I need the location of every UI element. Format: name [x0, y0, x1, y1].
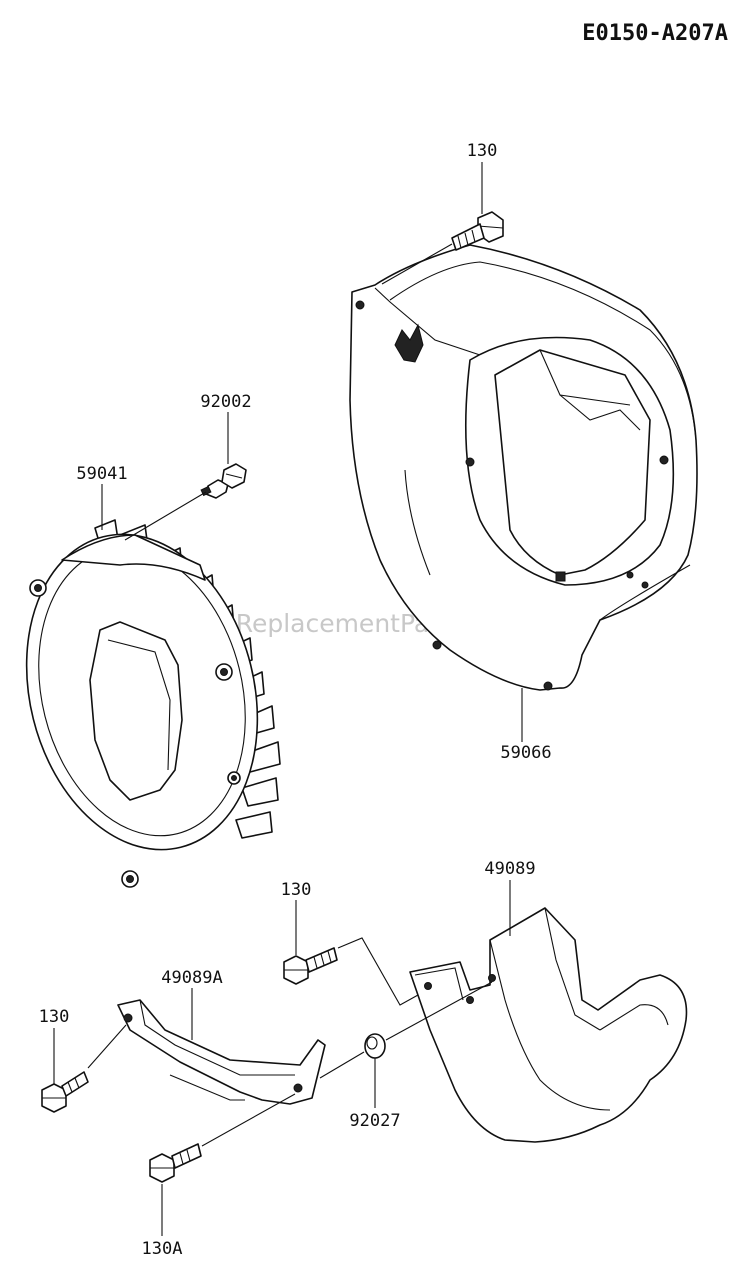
callout-bolt-top: 130	[467, 141, 498, 161]
diagram-code: E0150-A207A	[582, 21, 728, 46]
callout-bracket: 49089A	[161, 968, 222, 988]
bolt-top-part[interactable]	[451, 211, 504, 251]
callout-bolt-mid: 130	[281, 880, 312, 900]
callout-bolt-left: 130	[39, 1007, 70, 1027]
callout-cover: 49089	[484, 859, 535, 879]
callout-labels: 130 92002 59041 59066 130 49089 49089A 1…	[39, 141, 552, 1259]
shroud-part[interactable]	[349, 244, 698, 691]
bolt-mid-part[interactable]	[283, 947, 338, 985]
collar-part[interactable]	[364, 1033, 386, 1059]
switch-part[interactable]	[200, 463, 247, 499]
leader-lines	[53, 162, 523, 1236]
callout-switch: 92002	[200, 392, 251, 412]
bracket-part[interactable]	[117, 999, 326, 1105]
bolt-bottom-part[interactable]	[149, 1143, 202, 1183]
cover-part[interactable]	[409, 907, 688, 1143]
callout-collar: 92027	[349, 1111, 400, 1131]
callout-bolt-bottom: 130A	[142, 1239, 183, 1259]
callout-fan-housing: 59041	[76, 464, 127, 484]
fan-housing-part[interactable]	[0, 510, 289, 888]
callout-shroud: 59066	[500, 743, 551, 763]
bolt-left-part[interactable]	[41, 1071, 89, 1113]
